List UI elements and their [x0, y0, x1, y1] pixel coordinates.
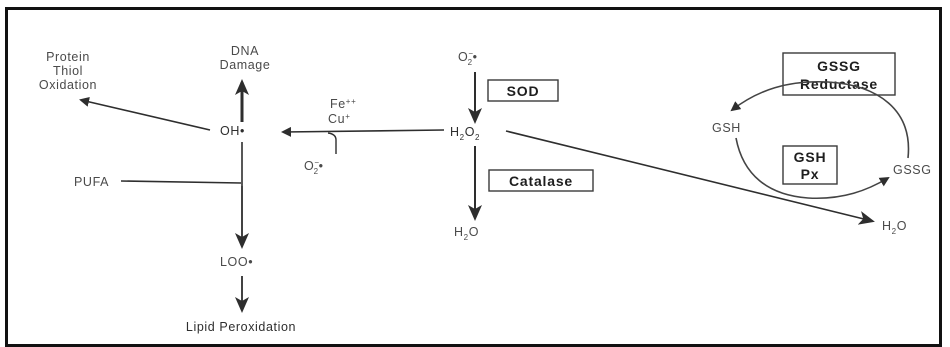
- oxidation-line: Oxidation: [39, 78, 97, 92]
- dna-damage-label: DNA Damage: [220, 44, 271, 72]
- iron-ion-label: Fe++: [330, 97, 356, 111]
- gssg-label: GSSG: [893, 163, 932, 177]
- catalase-label: Catalase: [509, 173, 573, 189]
- ros-pathway-diagram: Protein Thiol Oxidation DNA Damage OH• F…: [39, 44, 932, 334]
- sod-enzyme-box: SOD: [487, 79, 559, 102]
- water-gpx-label: H2O: [882, 219, 907, 236]
- gssg-reductase-line1: GSSG: [817, 58, 861, 74]
- gssg-reductase-line2: Reductase: [800, 76, 878, 92]
- line-pufa: [120, 180, 242, 184]
- pufa-label: PUFA: [74, 175, 109, 189]
- hydrogen-peroxide-label: H2O2: [450, 125, 480, 142]
- arrow-h2o2-to-water-gpx: [505, 130, 875, 225]
- dna-line: DNA: [231, 44, 259, 58]
- copper-ion-label: Cu+: [328, 112, 350, 126]
- peroxyl-radical-label: LOO•: [220, 255, 253, 269]
- superoxide-top-label: O−2•: [458, 49, 478, 67]
- gsh-label: GSH: [712, 121, 741, 135]
- arrow-superoxide-to-fenton: [327, 132, 337, 154]
- thiol-line: Thiol: [53, 64, 83, 78]
- diagram-frame: Protein Thiol Oxidation DNA Damage OH• F…: [5, 7, 942, 347]
- protein-thiol-oxidation-label: Protein Thiol Oxidation: [39, 50, 97, 92]
- water-catalase-label: H2O: [454, 225, 479, 242]
- protein-line: Protein: [46, 50, 90, 64]
- gssg-reductase-enzyme-box: GSSG Reductase: [782, 52, 896, 96]
- sod-label: SOD: [507, 83, 540, 99]
- arrow-gssg-to-gsh: [730, 80, 910, 159]
- arrow-oh-to-protein-thiol: [79, 96, 211, 131]
- gsh-px-line1: GSH: [794, 149, 827, 165]
- arrow-gsh-to-gssg: [735, 137, 890, 200]
- arrow-h2o2-to-oh: [281, 126, 445, 137]
- lipid-peroxidation-label: Lipid Peroxidation: [186, 320, 296, 334]
- hydroxyl-radical-label: OH•: [220, 124, 245, 138]
- catalase-enzyme-box: Catalase: [488, 169, 594, 192]
- gsh-px-enzyme-box: GSH Px: [782, 145, 838, 185]
- gsh-px-line2: Px: [801, 166, 820, 182]
- damage-line: Damage: [220, 58, 271, 72]
- superoxide-left-label: O−2•: [304, 158, 324, 176]
